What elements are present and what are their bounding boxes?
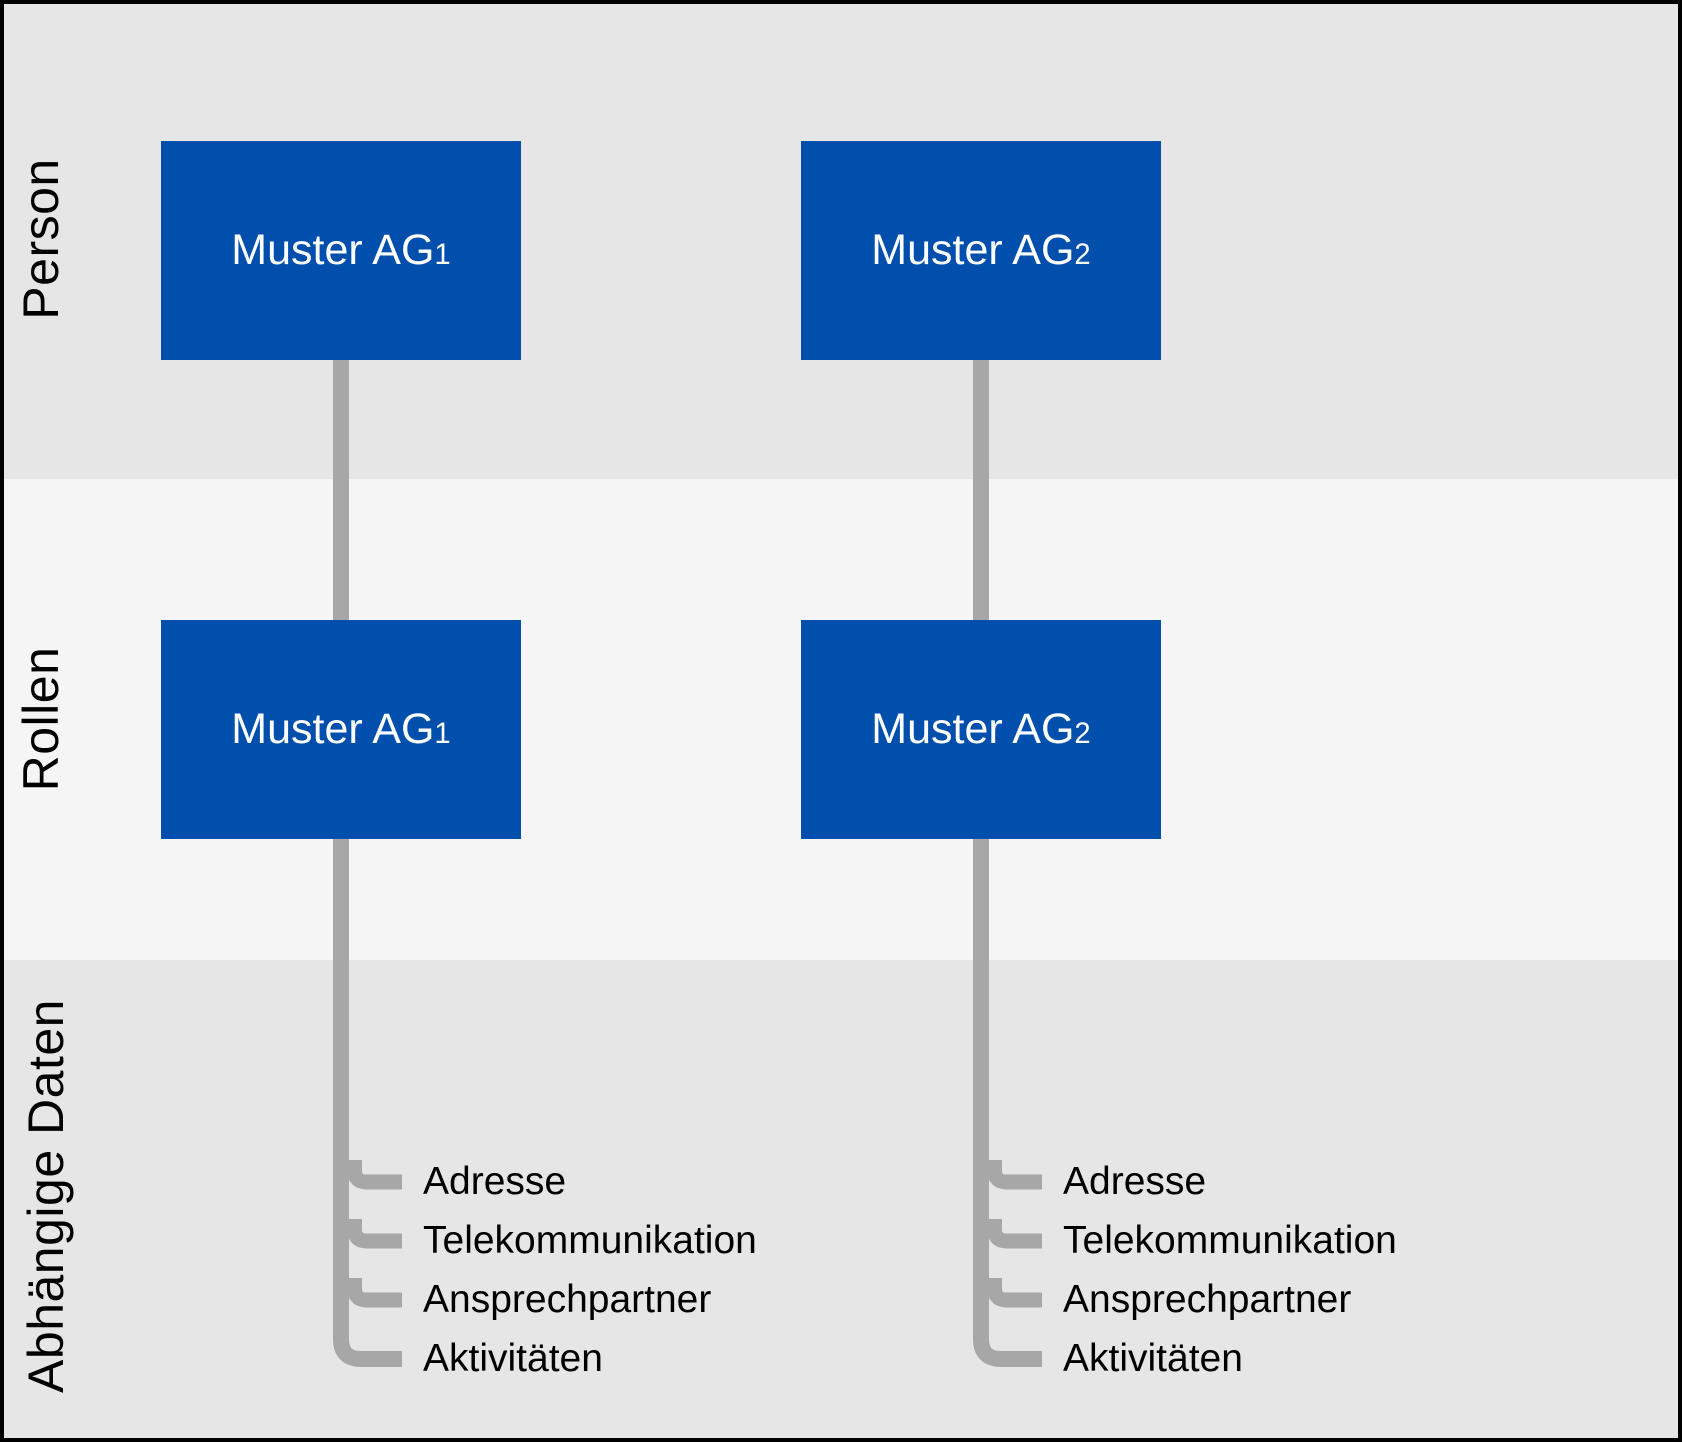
- list-item: Aktivitäten: [423, 1337, 603, 1380]
- band-label-rollen: Rollen: [13, 646, 69, 792]
- branch-stub-2-1: [987, 1160, 1042, 1190]
- list-item: Ansprechpartner: [423, 1278, 712, 1321]
- role-box-muster-ag-2: Muster AG2: [801, 620, 1161, 839]
- branch-stub-1-3: [347, 1278, 402, 1308]
- person-box-muster-ag-2: Muster AG2: [801, 141, 1161, 360]
- list-item: Adresse: [423, 1160, 567, 1203]
- box-label: Muster AG1: [231, 226, 451, 274]
- connector-role-items-1: [333, 839, 402, 1367]
- branch-stub-1-2: [347, 1219, 402, 1249]
- box-label: Muster AG2: [871, 705, 1091, 753]
- box-label-subscript: 2: [1074, 239, 1091, 271]
- box-label-subscript: 1: [434, 239, 451, 271]
- list-item: Adresse: [1063, 1160, 1207, 1203]
- box-label-subscript: 2: [1074, 718, 1091, 750]
- branch-stub-2-2: [987, 1219, 1042, 1249]
- person-box-muster-ag-1: Muster AG1: [161, 141, 521, 360]
- list-item: Telekommunikation: [1063, 1219, 1397, 1262]
- band-dependent-data: [0, 960, 1682, 1442]
- band-label-dependent-data: Abhängige Daten: [18, 999, 74, 1393]
- list-item: Aktivitäten: [1063, 1337, 1243, 1380]
- branch-stub-1-1: [347, 1160, 402, 1190]
- box-label: Muster AG2: [871, 226, 1091, 274]
- list-item: Ansprechpartner: [1063, 1278, 1352, 1321]
- branch-stub-2-3: [987, 1278, 1042, 1308]
- band-label-person: Person: [13, 158, 69, 320]
- list-item: Telekommunikation: [423, 1219, 757, 1262]
- box-label-subscript: 1: [434, 718, 451, 750]
- box-label: Muster AG1: [231, 705, 451, 753]
- connector-role-items-2: [973, 839, 1042, 1367]
- role-box-muster-ag-1: Muster AG1: [161, 620, 521, 839]
